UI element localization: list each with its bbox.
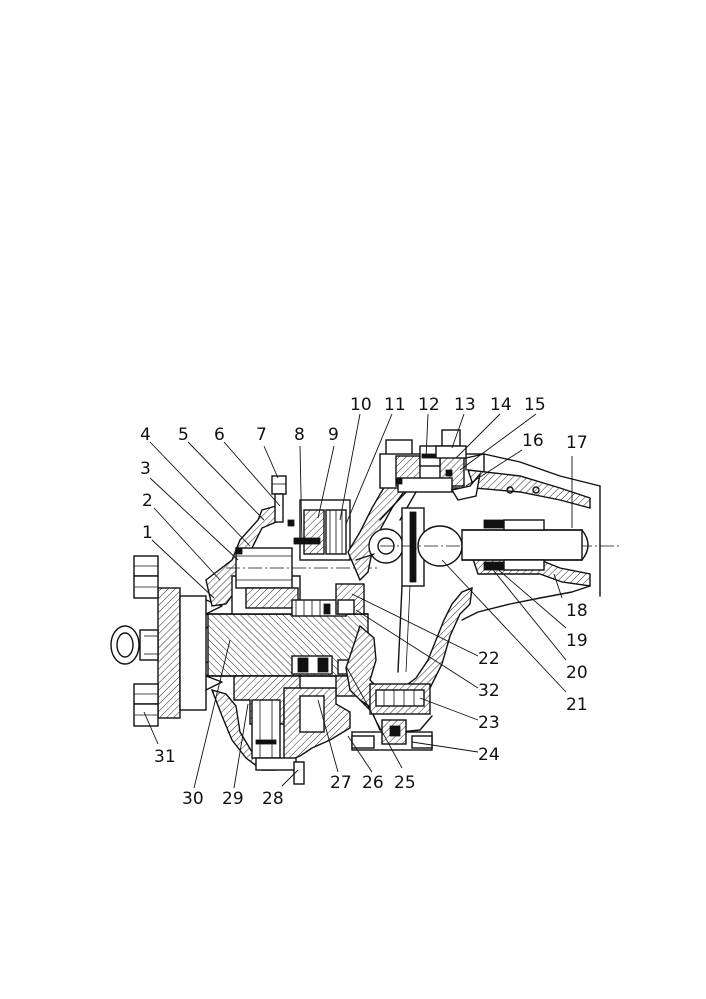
callout-15: 15	[524, 395, 546, 415]
universal-joint	[355, 507, 620, 673]
callout-20: 20	[566, 663, 588, 683]
callout-6: 6	[214, 425, 225, 445]
callout-22: 22	[478, 649, 500, 669]
callout-17: 17	[566, 433, 588, 453]
callout-labels: 1 2 3 4 5 6 7 8 9 10 11 12 13 14 15 16 1…	[140, 395, 588, 809]
callout-32: 32	[478, 681, 500, 701]
callout-27: 27	[330, 773, 352, 793]
callout-28: 28	[262, 789, 284, 809]
leader-lines	[143, 413, 573, 789]
callout-11: 11	[384, 395, 406, 415]
callout-21: 21	[566, 695, 588, 715]
callout-8: 8	[294, 425, 305, 445]
callout-12: 12	[418, 395, 440, 415]
callout-19: 19	[566, 631, 588, 651]
callout-3: 3	[140, 459, 151, 479]
callout-14: 14	[490, 395, 512, 415]
callout-23: 23	[478, 713, 500, 733]
callout-7: 7	[256, 425, 267, 445]
callout-2: 2	[142, 491, 153, 511]
callout-31: 31	[154, 747, 176, 767]
callout-16: 16	[522, 431, 544, 451]
callout-26: 26	[362, 773, 384, 793]
callout-29: 29	[222, 789, 244, 809]
callout-4: 4	[140, 425, 151, 445]
callout-9: 9	[328, 425, 339, 445]
callout-1: 1	[142, 523, 153, 543]
callout-18: 18	[566, 601, 588, 621]
callout-5: 5	[178, 425, 189, 445]
axle-housing	[450, 453, 601, 621]
swivel-housing	[345, 429, 485, 751]
callout-24: 24	[478, 745, 500, 765]
callout-13: 13	[454, 395, 476, 415]
callout-25: 25	[394, 773, 416, 793]
callout-30: 30	[182, 789, 204, 809]
output-flange	[110, 555, 223, 727]
callout-10: 10	[350, 395, 372, 415]
